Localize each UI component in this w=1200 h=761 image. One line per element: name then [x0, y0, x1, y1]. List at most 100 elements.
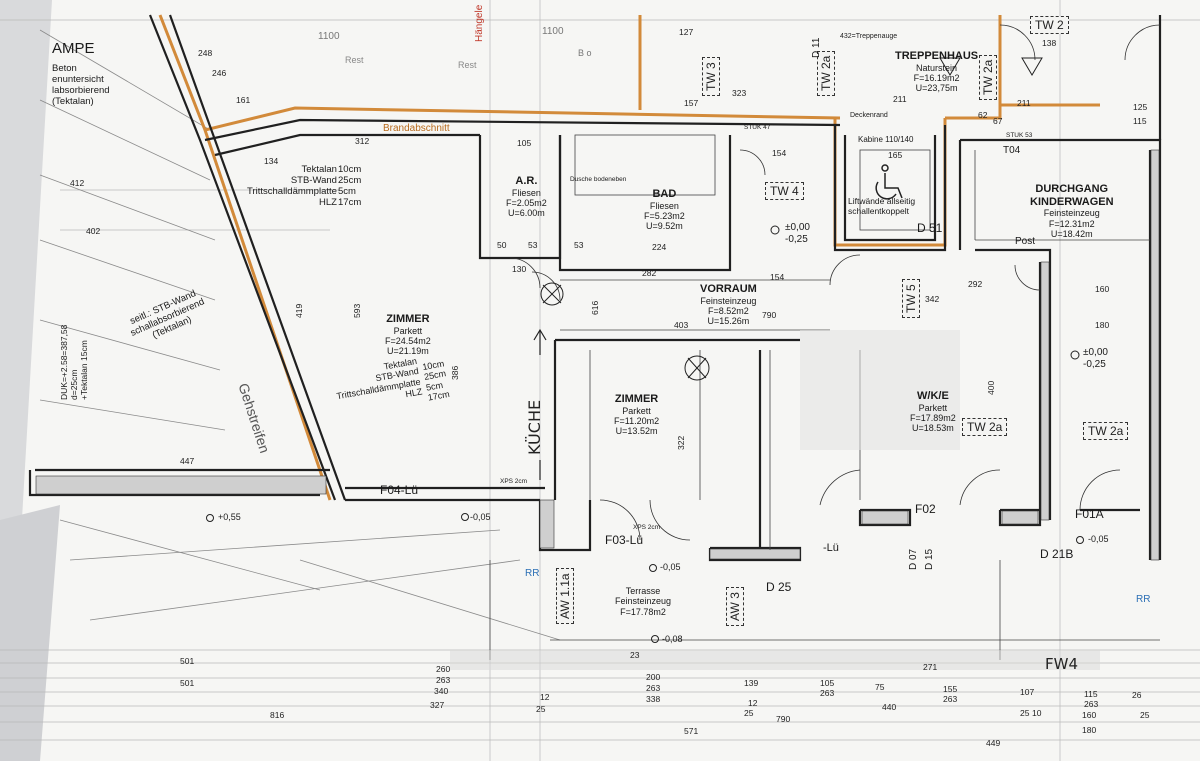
- dim-403: 403: [674, 320, 689, 330]
- dim-105: 105: [820, 678, 835, 688]
- room-name-2: KINDERWAGEN: [1030, 195, 1114, 208]
- dim-816: 816: [270, 710, 285, 720]
- dim-25-c: 25: [536, 704, 546, 714]
- dim-593: 593: [352, 303, 362, 318]
- dim-447: 447: [180, 456, 195, 466]
- room-area: F=24.54m2: [385, 335, 431, 346]
- room-name: VORRAUM: [700, 283, 757, 295]
- dim-402: 402: [86, 226, 101, 236]
- dim-1100-a: 1100: [318, 31, 340, 42]
- dim-248: 248: [198, 48, 213, 58]
- room-floor: Fliesen: [511, 187, 541, 198]
- lift-note: Liftwände allseitig schallentkoppelt: [848, 196, 915, 217]
- tag-tw2a-stairs: TW 2a: [979, 54, 997, 100]
- ramp-note-line: labsorbierend: [52, 84, 110, 96]
- window-lu: -Lü: [823, 542, 839, 554]
- dusche-label: Dusche bodeneben: [570, 176, 627, 183]
- dim-440: 440: [882, 702, 897, 712]
- marker-d21b: D 21B: [1040, 547, 1074, 561]
- level-symbols: [206, 225, 1084, 643]
- window-f03: F03-Lü: [605, 533, 644, 547]
- room-treppenhaus: TREPPENHAUS Naturstein F=16.19m2 U=23,75…: [895, 50, 978, 94]
- room-perimeter: U=13.52m: [615, 426, 658, 437]
- dim-53-a: 53: [528, 240, 538, 250]
- wall-layer-value: 17cm: [338, 196, 362, 208]
- blurred-strip: [450, 650, 1100, 670]
- tag-tw2: TW 2: [1030, 16, 1069, 34]
- room-floor: Parkett: [622, 405, 651, 416]
- room-name: A.R.: [515, 175, 538, 187]
- dim-449: 449: [986, 738, 1001, 748]
- room-name: Terrasse: [625, 586, 661, 596]
- window-f04: F04-Lü: [380, 483, 419, 497]
- tag-aw3: AW 3: [726, 587, 744, 626]
- room-zimmer-1: ZIMMER Parkett F=24.54m2 U=21.19m: [385, 313, 431, 357]
- brandabschnitt-label: Brandabschnitt: [383, 123, 450, 134]
- room-floor: Parkett: [393, 325, 423, 336]
- marker-stuk53: STUK 53: [1006, 132, 1033, 139]
- marker-d11: D 11: [811, 37, 822, 58]
- dim-180-b: 180: [1082, 725, 1097, 735]
- room-area: F=2.05m2: [506, 197, 547, 208]
- room-bad: BAD Fliesen F=5.23m2 U=9.52m: [644, 188, 685, 232]
- room-floor: Feinsteinzeug: [615, 596, 672, 607]
- room-name: BAD: [652, 188, 677, 200]
- dim-419: 419: [294, 303, 304, 318]
- room-name: TREPPENHAUS: [895, 50, 979, 62]
- marker-rr-1: RR: [525, 568, 540, 579]
- dim-157: 157: [684, 98, 699, 108]
- room-zimmer-2: ZIMMER Parkett F=11.20m2 U=13.52m: [614, 393, 659, 437]
- blurred-area: [800, 330, 960, 450]
- dim-12-a: 12: [540, 692, 550, 702]
- room-area: F=17.89m2: [910, 412, 956, 423]
- duke-line: +Tektalan 15cm: [78, 340, 89, 400]
- dim-180-a: 180: [1095, 320, 1110, 330]
- room-name: DURCHGANG: [1035, 183, 1109, 195]
- dim-211-a: 211: [893, 94, 907, 104]
- dim-138: 138: [1042, 38, 1057, 48]
- dim-127: 127: [679, 27, 694, 37]
- room-area: F=8.52m2: [708, 305, 749, 316]
- level-value: ±0,00: [1083, 347, 1108, 358]
- dim-161: 161: [236, 95, 251, 105]
- wall-layer: STB-Wand: [290, 174, 337, 186]
- room-name: ZIMMER: [386, 313, 430, 325]
- dim-125: 125: [1133, 102, 1148, 112]
- level-terrasse-edge: -0,08: [662, 634, 683, 644]
- dim-400: 400: [986, 380, 996, 395]
- window-f02: F02: [915, 502, 936, 516]
- marker-stuk47: STUK 47: [744, 124, 771, 131]
- post-label: Post: [1015, 236, 1036, 247]
- room-floor: Parkett: [918, 402, 948, 413]
- dim-155: 155: [943, 684, 958, 694]
- kuche-handwritten: KÜCHE: [525, 399, 544, 455]
- tag-tw4: TW 4: [765, 182, 804, 200]
- dim-340: 340: [434, 686, 449, 696]
- fw-handwritten: FW4: [1045, 655, 1079, 673]
- dim-12-b: 12: [748, 698, 758, 708]
- dim-25-a: 25: [1020, 708, 1030, 718]
- room-floor: Fliesen: [649, 200, 679, 211]
- dim-115-b: 115: [1084, 689, 1098, 699]
- dim-62: 62: [978, 110, 988, 120]
- bo-label: B o: [578, 48, 592, 58]
- dim-107: 107: [1020, 687, 1035, 697]
- marker-xps: XPS 2cm: [633, 524, 661, 531]
- dim-501-a: 501: [180, 656, 195, 666]
- stair-arrows: [939, 57, 1043, 76]
- room-area: F=5.23m2: [644, 210, 685, 221]
- room-name: W/K/E: [917, 390, 949, 402]
- marker-d07: D 07: [908, 548, 919, 570]
- room-perimeter: U=6.00m: [508, 208, 545, 219]
- ramp-title: AMPE: [52, 40, 95, 57]
- dim-790-a: 790: [762, 310, 777, 320]
- wall-layer-value: 10cm: [338, 164, 362, 175]
- room-perimeter: U=18.42m: [1050, 228, 1093, 239]
- wall-layer-value: 25cm: [338, 174, 362, 186]
- dim-115: 115: [1133, 116, 1147, 126]
- rest-label-2: Rest: [458, 60, 477, 70]
- dim-571: 571: [684, 726, 699, 736]
- room-perimeter: U=18.53m: [912, 423, 954, 434]
- kabine-label: Kabine 110/140: [858, 135, 914, 144]
- dim-312: 312: [355, 136, 370, 146]
